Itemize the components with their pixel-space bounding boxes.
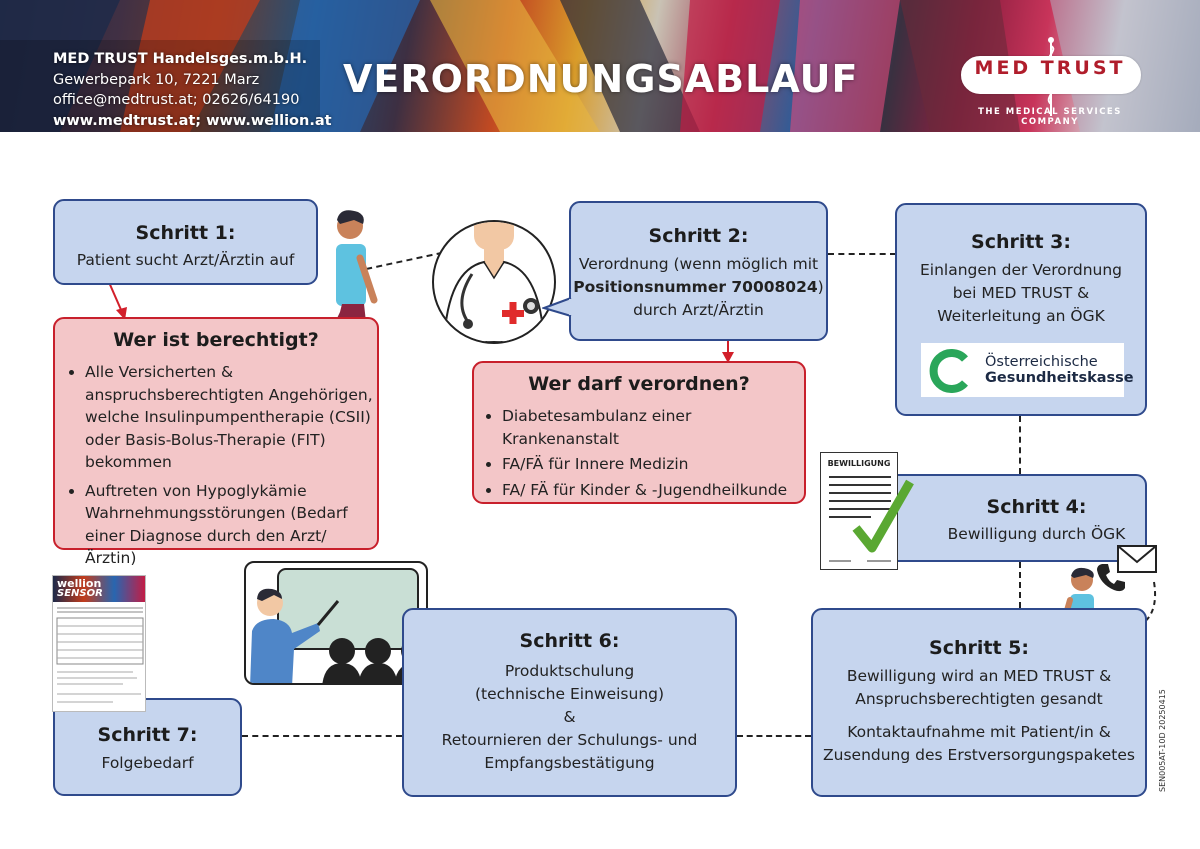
step-6-line: (technische Einweisung) <box>474 685 665 703</box>
step-2-text-b: ) <box>817 278 824 296</box>
step-5-line: Zusendung des Erstversorgungspaketes <box>823 746 1135 764</box>
caduceus-icon <box>1047 37 1055 116</box>
connector-s4-s5 <box>1019 562 1021 608</box>
step-5-heading: Schritt 5: <box>929 637 1029 659</box>
ogk-line-2: Gesundheitskasse <box>985 370 1134 386</box>
training-icon <box>250 568 426 683</box>
eligibility-box: Wer ist berechtigt? Alle Versicherten & … <box>53 317 379 567</box>
arrow-s1-to-eligibility <box>107 279 127 320</box>
step-1-heading: Schritt 1: <box>135 222 236 244</box>
step-5-text: Bewilligung wird an MED TRUST & Anspruch… <box>813 665 1145 767</box>
checkmark-icon <box>852 479 914 553</box>
prescribers-list: Diabetesambulanz einer Krankenanstalt FA… <box>474 405 804 501</box>
connector-s5-s6 <box>737 735 811 737</box>
prescriber-item: Diabetesambulanz einer Krankenanstalt <box>502 405 804 450</box>
step-6-line: Retournieren der Schulungs- und <box>441 731 698 749</box>
wellion-form-thumbnail: wellion SENSOR <box>52 575 146 712</box>
step-6-heading: Schritt 6: <box>519 630 620 652</box>
step-6-line: & <box>563 708 576 726</box>
connector-s3-s4 <box>1019 416 1021 474</box>
doctor-avatar <box>432 220 556 344</box>
step-1-box: Schritt 1: Patient sucht Arzt/Ärztin auf <box>53 199 318 285</box>
prescribers-heading: Wer darf verordnen? <box>528 373 750 395</box>
step-6-line: Produktschulung <box>504 662 635 680</box>
prescriber-item: FA/ FÄ für Kinder & -Jugendheilkunde <box>502 479 804 502</box>
wellion-product: SENSOR <box>57 588 103 599</box>
form-lines <box>56 607 144 703</box>
prescribers-box: Wer darf verordnen? Diabetesambulanz ein… <box>472 361 806 504</box>
step-3-line: Weiterleitung an ÖGK <box>937 307 1105 325</box>
step-5-line: Anspruchsberechtigten gesandt <box>855 690 1103 708</box>
position-number: Positionsnummer 70008024 <box>573 278 818 296</box>
approval-document: BEWILLIGUNG <box>820 452 898 570</box>
wellion-brand: wellion <box>57 577 102 590</box>
step-7-text: Folgebedarf <box>101 754 194 772</box>
ogk-logo-icon <box>929 349 968 393</box>
company-websites: www.medtrust.at; www.wellion.at <box>53 112 332 129</box>
company-address: Gewerbepark 10, 7221 Marz <box>53 71 260 88</box>
training-illustration <box>244 561 428 685</box>
company-name: MED TRUST Handelsges.m.b.H. <box>53 51 308 67</box>
step-4-text: Bewilligung durch ÖGK <box>947 525 1126 543</box>
document-lines <box>829 476 891 562</box>
step-3-box: Schritt 3: Einlangen der Verordnung bei … <box>895 203 1147 416</box>
wellion-form-header: wellion SENSOR <box>53 576 145 602</box>
step-3-line: bei MED TRUST & <box>952 284 1090 302</box>
ogk-line-1: Österreichische <box>985 354 1098 370</box>
step-5-line: Kontaktaufnahme mit Patient/in & <box>847 723 1111 741</box>
connector-s6-s7 <box>242 735 402 737</box>
step-2-text-c: durch Arzt/Ärztin <box>633 301 764 319</box>
step-7-heading: Schritt 7: <box>97 724 198 746</box>
eligibility-item: Alle Versicherten & anspruchsberechtigte… <box>85 361 377 474</box>
ogk-logo-text: Österreichische Gesundheitskasse <box>985 354 1134 386</box>
medtrust-logo: MED TRUST THE MEDICAL SERVICES COMPANY <box>955 36 1145 127</box>
step-2-text: Verordnung (wenn möglich mit Positionsnu… <box>571 253 826 322</box>
company-contact: office@medtrust.at; 02626/64190 <box>53 92 300 108</box>
company-info: MED TRUST Handelsges.m.b.H. Gewerbepark … <box>53 49 332 131</box>
step-2-text-a: Verordnung (wenn möglich mit <box>578 255 819 273</box>
step-3-heading: Schritt 3: <box>971 231 1071 253</box>
step-6-line: Empfangsbestätigung <box>484 754 655 772</box>
header-banner: MED TRUST Handelsges.m.b.H. Gewerbepark … <box>0 0 1200 132</box>
step-2-heading: Schritt 2: <box>648 225 749 247</box>
step-5-line: Bewilligung wird an MED TRUST & <box>846 667 1112 685</box>
step-6-text: Produktschulung (technische Einweisung) … <box>404 660 735 775</box>
speech-bubble-tail <box>542 297 572 317</box>
document-code: SEN005AT-10D 20250415 <box>1158 689 1167 792</box>
envelope-icon <box>1117 545 1157 573</box>
ogk-logo: Österreichische Gesundheitskasse <box>921 343 1134 397</box>
eligibility-heading: Wer ist berechtigt? <box>113 329 319 351</box>
step-3-text: Einlangen der Verordnung bei MED TRUST &… <box>897 259 1145 328</box>
step-1-text: Patient sucht Arzt/Ärztin auf <box>76 251 295 269</box>
step-5-box: Schritt 5: Bewilligung wird an MED TRUST… <box>811 608 1147 797</box>
approval-document-label: BEWILLIGUNG <box>827 459 891 468</box>
doctor-icon <box>442 222 546 342</box>
logo-text: MED TRUST <box>974 57 1126 79</box>
step-3-line: Einlangen der Verordnung <box>919 261 1123 279</box>
eligibility-item: Auftreten von Hypoglykämie Wahrnehmungss… <box>85 480 377 570</box>
page-title: VERORDNUNGSABLAUF <box>343 57 859 101</box>
step-4-heading: Schritt 4: <box>986 496 1087 518</box>
eligibility-list: Alle Versicherten & anspruchsberechtigte… <box>55 361 377 570</box>
prescriber-item: FA/FÄ für Innere Medizin <box>502 453 804 476</box>
stethoscope-bell-icon <box>523 298 539 314</box>
logo-tagline: THE MEDICAL SERVICES COMPANY <box>978 107 1122 127</box>
step-2-box: Schritt 2: Verordnung (wenn möglich mit … <box>569 201 828 341</box>
step-7-box: Schritt 7: Folgebedarf <box>53 698 242 796</box>
step-6-box: Schritt 6: Produktschulung (technische E… <box>402 608 737 797</box>
connector-s2-s3 <box>828 253 896 255</box>
phone-icon <box>1097 564 1125 592</box>
